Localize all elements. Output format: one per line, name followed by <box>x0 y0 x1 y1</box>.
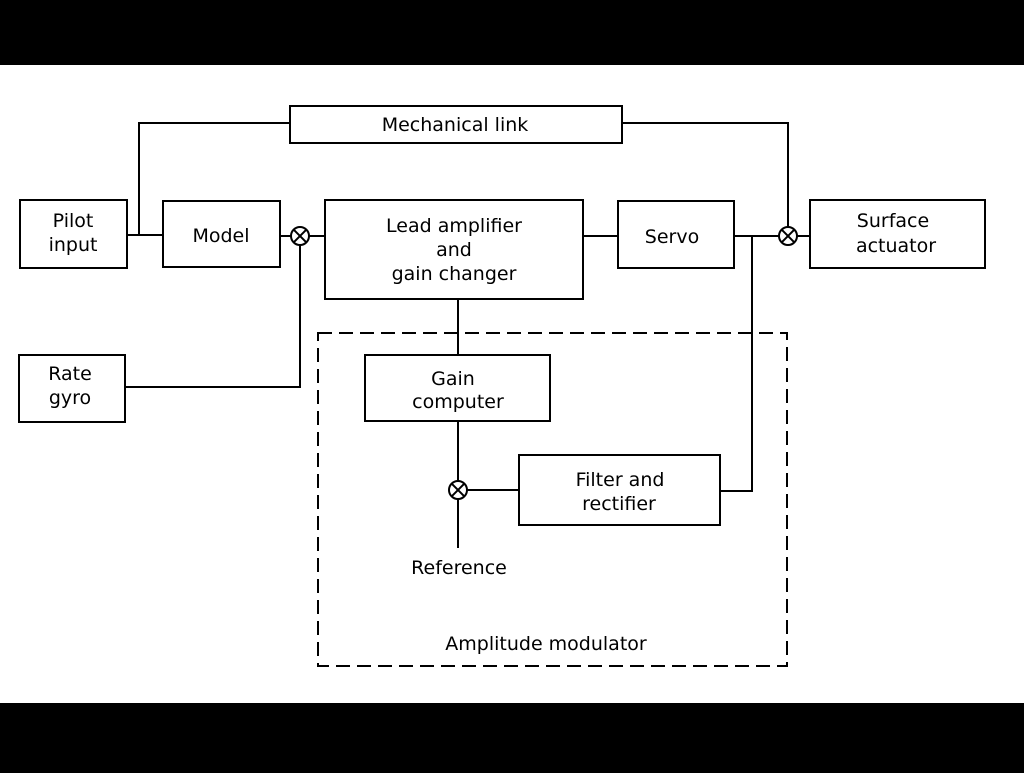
lead-amplifier-label-line-3: gain changer <box>392 263 517 285</box>
wire-mechanical-right <box>622 122 789 227</box>
rate-gyro-label-line-1: Rate <box>48 363 92 385</box>
filter-rectifier-label-line-2: rectifier <box>582 493 656 515</box>
servo-label: Servo <box>645 226 699 248</box>
wire-mechanical-left <box>138 122 290 235</box>
summing-junction-model-icon <box>290 226 310 246</box>
mechanical-link-label: Mechanical link <box>382 114 529 136</box>
pilot-input-label-line-2: input <box>49 234 98 256</box>
wire-servo-filter <box>720 236 753 492</box>
block-surface-actuator: Surface actuator <box>809 199 986 269</box>
summing-junction-surface-icon <box>778 226 798 246</box>
lead-amplifier-label-line-2: and <box>436 239 472 261</box>
surface-actuator-label-line-2: actuator <box>856 235 936 257</box>
filter-rectifier-label-line-1: Filter and <box>576 469 665 491</box>
block-rate-gyro: Rate gyro <box>18 354 126 423</box>
block-model: Model <box>162 200 281 268</box>
rate-gyro-label-line-2: gyro <box>49 387 91 409</box>
connection-lines <box>125 122 810 548</box>
lead-amplifier-label-line-1: Lead amplifier <box>386 215 522 237</box>
wire-gyro-sum <box>125 245 301 388</box>
amplitude-modulator-boundary <box>317 332 788 667</box>
model-label: Model <box>192 225 249 247</box>
gain-computer-label-line-2: computer <box>412 391 504 413</box>
pilot-input-label-line-1: Pilot <box>53 210 94 232</box>
block-gain-computer: Gain computer <box>364 354 551 422</box>
block-filter-rectifier: Filter and rectifier <box>518 454 721 526</box>
block-pilot-input: Pilot input <box>19 199 128 269</box>
reference-label: Reference <box>411 557 507 579</box>
block-servo: Servo <box>617 200 735 269</box>
page-background <box>0 65 1024 703</box>
gain-computer-label-line-1: Gain <box>431 368 475 390</box>
surface-actuator-label-line-1: Surface <box>857 210 929 232</box>
amplitude-modulator-label: Amplitude modulator <box>445 633 647 655</box>
summing-junction-reference-icon <box>448 480 468 500</box>
block-lead-amplifier: Lead amplifier and gain changer <box>324 199 584 300</box>
block-mechanical-link: Mechanical link <box>289 105 623 144</box>
